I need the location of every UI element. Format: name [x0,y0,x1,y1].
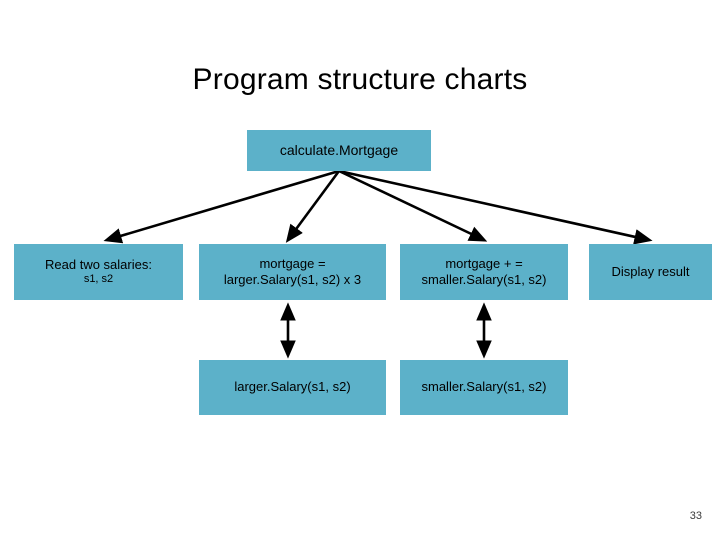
node-read-two-salaries[interactable]: Read two salaries: s1, s2 [14,244,183,300]
node-mortgage-larger-salary[interactable]: mortgage = larger.Salary(s1, s2) x 3 [199,244,386,300]
node-label-line1: mortgage + = [445,255,523,271]
node-label-line1: mortgage = [259,255,326,271]
node-calculate-mortgage[interactable]: calculate.Mortgage [247,130,431,171]
node-larger-salary-function[interactable]: larger.Salary(s1, s2) [199,360,386,415]
node-smaller-salary-function[interactable]: smaller.Salary(s1, s2) [400,360,568,415]
node-label: calculate.Mortgage [279,141,399,158]
node-label-line2: s1, s2 [83,273,114,286]
node-display-result[interactable]: Display result [589,244,712,300]
node-mortgage-smaller-salary[interactable]: mortgage + = smaller.Salary(s1, s2) [400,244,568,300]
arrow-root-to-read-salaries [103,169,340,244]
node-label-line1: Read two salaries: [45,257,152,272]
node-label: Display result [611,263,690,279]
node-label: smaller.Salary(s1, s2) [421,379,547,395]
node-label-line2: larger.Salary(s1, s2) x 3 [223,272,362,287]
node-label-line2: smaller.Salary(s1, s2) [421,272,547,287]
arrow-root-to-display-result [338,169,653,245]
slide-page-number: 33 [689,510,702,522]
page-title: Program structure charts [192,63,528,97]
arrow-root-to-mortgage-larger [285,170,341,243]
node-label: larger.Salary(s1, s2) [234,379,351,395]
arrow-root-to-mortgage-smaller [338,169,488,242]
